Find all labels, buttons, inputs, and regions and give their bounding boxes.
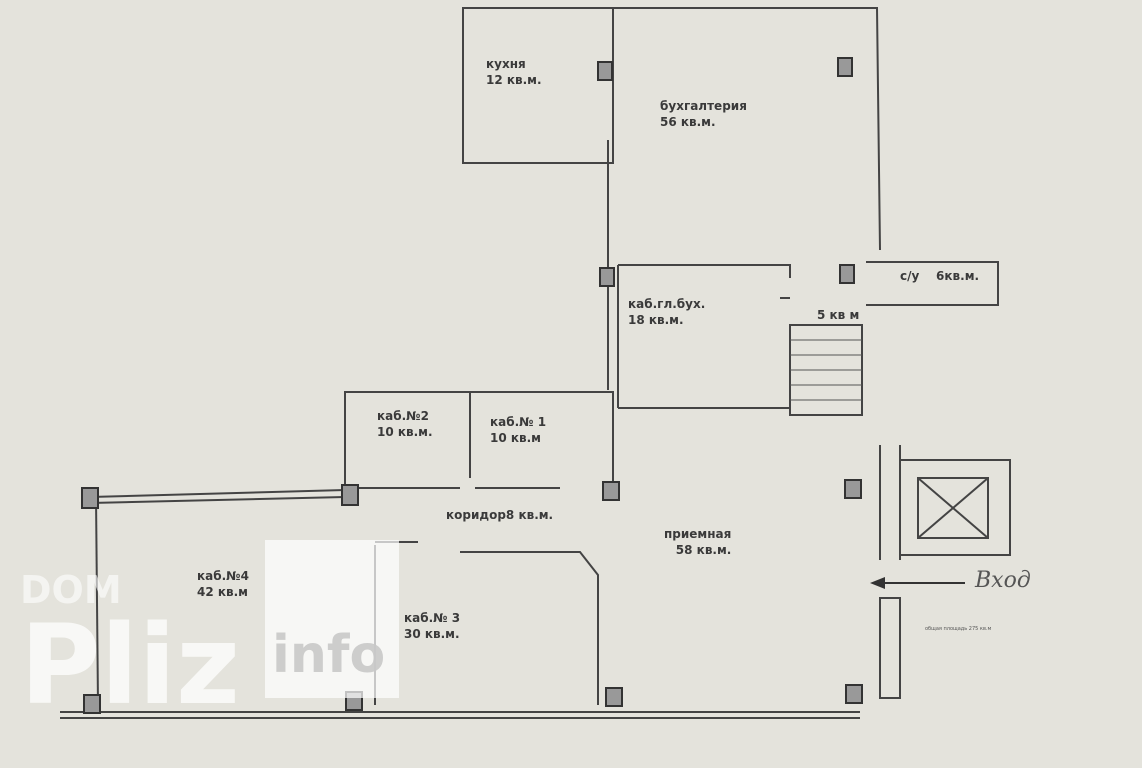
room-area: 56 кв.м. (660, 115, 716, 129)
room-name: бухгалтерия (660, 99, 747, 113)
room-area: 18 кв.м. (628, 313, 684, 327)
room-kitchen: кухня 12 кв.м. (486, 56, 542, 88)
room-cabinet-2: каб.№2 10 кв.м. (377, 408, 433, 440)
room-area: 6кв.м. (936, 269, 980, 283)
total-area-note: общая площадь 275 кв.м (925, 626, 992, 632)
room-area: 12 кв.м. (486, 73, 542, 87)
room-chief-accountant: каб.гл.бух. 18 кв.м. (628, 296, 705, 328)
room-name: каб.№2 (377, 409, 429, 423)
room-name: каб.№ 1 (490, 415, 547, 429)
room-name: кухня (486, 57, 526, 71)
room-cabinet-1: каб.№ 1 10 кв.м (490, 414, 546, 446)
room-name: каб.гл.бух. (628, 297, 706, 311)
room-name: приемная (664, 527, 732, 541)
room-name: каб.№4 (197, 569, 249, 583)
room-cabinet-4: каб.№4 42 кв.м (197, 568, 249, 600)
room-name: с/у (900, 269, 920, 283)
room-area: 8 кв.м. (505, 508, 554, 522)
room-area: 5 кв м (817, 308, 860, 322)
room-name: коридор (446, 508, 506, 522)
watermark-suffix: info (272, 625, 386, 685)
watermark-main: Pliz (20, 601, 241, 729)
room-stairs: 5 кв м (817, 307, 859, 323)
room-area: 10 кв.м (490, 431, 541, 445)
entrance-label: Вход (975, 568, 1031, 593)
room-wc: с/у 6кв.м. (900, 268, 979, 284)
room-area: 30 кв.м. (404, 627, 460, 641)
watermark-top: DOM (20, 568, 122, 612)
room-reception: приемная 58 кв.м. (664, 526, 731, 558)
room-accounting: бухгалтерия 56 кв.м. (660, 98, 747, 130)
room-name: каб.№ 3 (404, 611, 461, 625)
watermark-box (265, 540, 399, 698)
room-area: 42 кв.м (197, 585, 248, 599)
room-area: 10 кв.м. (377, 425, 433, 439)
room-area: 58 кв.м. (675, 543, 732, 557)
room-corridor: коридор8 кв.м. (446, 507, 553, 523)
room-cabinet-3: каб.№ 3 30 кв.м. (404, 610, 460, 642)
